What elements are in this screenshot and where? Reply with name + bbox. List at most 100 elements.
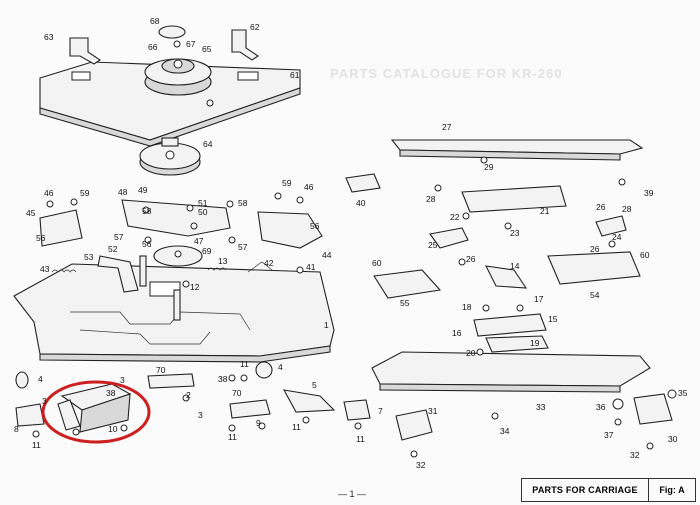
- part-bracket-8: [15, 403, 45, 427]
- label-33: 33: [536, 402, 546, 412]
- label-58: 58: [238, 198, 248, 208]
- label-53: 53: [84, 252, 94, 262]
- part-block-9: [229, 399, 271, 419]
- label-11: 11: [240, 359, 249, 369]
- label-65: 65: [202, 44, 212, 54]
- part-assembly-55: [373, 269, 442, 299]
- label-15: 15: [548, 314, 558, 324]
- label-32b: 32: [630, 450, 640, 460]
- label-51: 51: [198, 198, 208, 208]
- label-1: 1: [324, 320, 329, 330]
- label-26c: 26: [466, 254, 476, 264]
- part-spring-42: [247, 261, 273, 273]
- label-38b: 38: [106, 388, 116, 398]
- label-56c: 56: [142, 239, 152, 249]
- part-lever-24: [595, 215, 627, 237]
- label-60b: 60: [372, 258, 382, 268]
- label-39: 39: [644, 188, 654, 198]
- label-23: 23: [510, 228, 520, 238]
- label-52: 52: [108, 244, 118, 254]
- label-56b: 56: [36, 233, 46, 243]
- part-spring-13: [207, 267, 227, 271]
- part-bracket-30: [633, 393, 673, 425]
- label-11c: 11: [228, 432, 237, 442]
- part-lever-53: [97, 255, 139, 293]
- label-8: 8: [14, 424, 19, 434]
- label-7: 7: [378, 406, 383, 416]
- part-highlighted-assembly: [57, 383, 132, 433]
- label-68: 68: [150, 16, 160, 26]
- footer-caption-box: PARTS FOR CARRIAGE Fig: A: [521, 478, 696, 502]
- label-4b: 4: [278, 362, 283, 372]
- label-43: 43: [40, 264, 50, 274]
- label-47: 47: [194, 236, 204, 246]
- part-dial: [144, 58, 212, 96]
- label-3: 3: [120, 375, 125, 385]
- label-21: 21: [540, 206, 550, 216]
- part-block-7: [343, 399, 371, 421]
- part-bracket-63: [69, 37, 101, 65]
- label-11e: 11: [356, 434, 365, 444]
- part-slider-49: [121, 199, 231, 237]
- label-64: 64: [203, 139, 213, 149]
- label-29: 29: [484, 162, 494, 172]
- footer-figure-number: Fig: A: [659, 485, 685, 495]
- label-70: 70: [156, 365, 166, 375]
- label-66: 66: [148, 42, 158, 52]
- part-long-rail-33: [371, 351, 651, 393]
- part-rail-27: [390, 139, 644, 161]
- page-number: — 1 —: [338, 489, 367, 499]
- label-46: 46: [44, 188, 54, 198]
- part-top-cover: [39, 61, 301, 147]
- label-56: 56: [310, 221, 320, 231]
- part-knob: [158, 25, 186, 39]
- label-38: 38: [218, 374, 228, 384]
- part-roller-4b: [255, 361, 273, 379]
- label-60: 60: [640, 250, 650, 260]
- label-59: 59: [80, 188, 90, 198]
- part-plate-45: [39, 209, 83, 247]
- header-watermark: PARTS CATALOGUE FOR KR-260: [330, 66, 563, 81]
- part-cam-lever: [153, 245, 203, 267]
- part-pin: [139, 255, 147, 287]
- label-48: 48: [118, 187, 128, 197]
- label-46b: 46: [304, 182, 314, 192]
- part-plate-14: [485, 265, 528, 289]
- footer-title: PARTS FOR CARRIAGE: [522, 479, 649, 501]
- part-cam: [139, 137, 201, 176]
- label-11b: 11: [32, 440, 41, 450]
- label-70b: 70: [232, 388, 242, 398]
- label-12: 12: [190, 282, 200, 292]
- label-25: 25: [428, 240, 438, 250]
- label-41: 41: [306, 262, 316, 272]
- label-50: 50: [198, 207, 208, 217]
- part-lever-15: [473, 313, 547, 337]
- label-18: 18: [462, 302, 472, 312]
- label-44: 44: [322, 250, 332, 260]
- label-32: 32: [416, 460, 426, 470]
- part-spring-43: [51, 269, 77, 273]
- label-27: 27: [442, 122, 452, 132]
- label-4: 4: [38, 374, 43, 384]
- part-washer-36: [612, 398, 624, 410]
- label-36: 36: [596, 402, 606, 412]
- label-17: 17: [534, 294, 544, 304]
- label-3b: 3: [42, 396, 47, 406]
- label-28b: 28: [426, 194, 436, 204]
- part-number-labels: 68 67 66 65 62 63 61 64 46 59 48 49 51 5…: [14, 16, 688, 470]
- label-19: 19: [530, 338, 540, 348]
- part-cam-plate-21: [461, 185, 567, 213]
- label-31: 31: [428, 406, 438, 416]
- label-69: 69: [202, 246, 212, 256]
- label-9: 9: [256, 418, 261, 428]
- label-40: 40: [356, 198, 366, 208]
- label-55: 55: [400, 298, 410, 308]
- label-67: 67: [186, 39, 196, 49]
- label-2: 2: [186, 390, 191, 400]
- label-45: 45: [26, 208, 36, 218]
- label-34: 34: [500, 426, 510, 436]
- label-28: 28: [622, 204, 632, 214]
- label-57b: 57: [238, 242, 248, 252]
- label-57: 57: [114, 232, 124, 242]
